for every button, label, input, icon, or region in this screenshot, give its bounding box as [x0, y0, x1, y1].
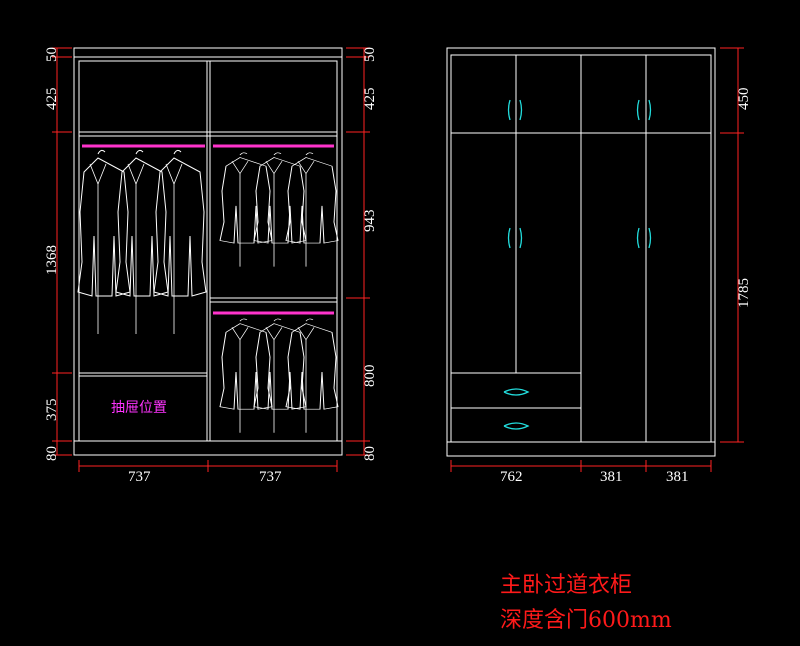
dim-left-50: 50 — [44, 47, 60, 62]
interior-view — [73, 47, 343, 456]
garment-short-2 — [253, 152, 307, 268]
door-elevation — [446, 47, 716, 457]
drawer-handle-2 — [503, 422, 530, 430]
bottom-dim-chain-right — [450, 460, 712, 472]
garment-long-3 — [153, 149, 207, 335]
dim-right-80: 80 — [362, 446, 378, 461]
handle-mid-2 — [636, 227, 652, 249]
outer-frame — [446, 47, 716, 457]
bottom-dim-chain-left — [78, 460, 338, 472]
drawer-front-1 — [450, 372, 582, 409]
right-dim-chain — [346, 47, 370, 456]
garment-long-2 — [115, 149, 169, 335]
dim-bottom-381-a: 381 — [600, 469, 623, 485]
left-dim-chain — [52, 47, 72, 456]
dim-left-1368: 1368 — [44, 245, 60, 275]
dim-right-943: 943 — [362, 210, 378, 233]
garment-long-1 — [77, 149, 131, 335]
door-dim-chain — [720, 47, 744, 443]
dim-right-425: 425 — [362, 88, 378, 111]
dim-left-425: 425 — [44, 88, 60, 111]
dim-left-80: 80 — [44, 446, 60, 461]
dim-bottom-737-a: 737 — [128, 469, 151, 485]
dim-bottom-381-b: 381 — [666, 469, 689, 485]
garments — [77, 149, 339, 434]
dim-right-800: 800 — [362, 365, 378, 388]
handle-top-2 — [636, 99, 652, 121]
left-dim-labels: 50 425 1368 375 80 — [44, 47, 60, 461]
drawer-handle-1 — [503, 388, 530, 396]
cabinet-body — [73, 56, 343, 456]
dim-bottom-762: 762 — [500, 469, 523, 485]
dim-door-1785: 1785 — [736, 278, 752, 308]
garment-short-3 — [285, 152, 339, 268]
top-panel — [73, 47, 343, 58]
dim-left-375: 375 — [44, 399, 60, 422]
garment-short-6 — [285, 318, 339, 434]
inner-frame — [78, 60, 338, 442]
drawer-box — [78, 372, 208, 442]
drawer-front-2 — [450, 407, 582, 443]
dim-right-50: 50 — [362, 47, 378, 62]
right-dim-labels: 50 425 943 800 80 — [362, 47, 378, 461]
drawing-subtitle: 深度含门600mm — [500, 608, 672, 633]
drawer-position-label: 抽屉位置 — [111, 400, 167, 416]
handle-mid-1 — [507, 227, 523, 249]
drawing-title: 主卧过道衣柜 — [500, 573, 632, 598]
short-garments-top — [219, 152, 339, 268]
dim-bottom-737-b: 737 — [259, 469, 282, 485]
handle-top-1 — [507, 99, 523, 121]
garment-short-5 — [253, 318, 307, 434]
door-handles — [503, 99, 652, 430]
short-garments-bottom — [219, 318, 339, 434]
garment-short-1 — [219, 152, 273, 268]
garment-short-4 — [219, 318, 273, 434]
hanging-rails — [82, 144, 334, 315]
dim-door-450: 450 — [736, 88, 752, 111]
